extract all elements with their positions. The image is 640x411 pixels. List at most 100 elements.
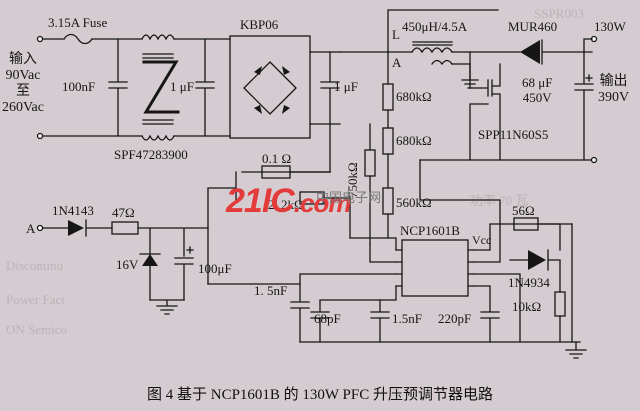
- wire: [173, 38, 231, 137]
- label-mosfet: SPP11N60S5: [478, 127, 549, 142]
- label-ic: NCP1601B: [400, 223, 460, 238]
- watermark-domain: .com: [293, 188, 352, 218]
- bridge-rectifier-box: [229, 35, 311, 139]
- label-r-56: 56Ω: [512, 203, 535, 218]
- watermark-logo: 21IC.com: [226, 182, 352, 220]
- label-c-out: 68 μF 450V: [522, 75, 553, 105]
- label-output: 输出 390V: [598, 74, 630, 106]
- label-r-560k: 560kΩ: [396, 195, 432, 210]
- label-choke: SPF47283900: [114, 147, 188, 162]
- wire: [349, 237, 397, 251]
- wire: [509, 249, 561, 293]
- ic-package: [401, 239, 469, 297]
- wire: [537, 223, 561, 251]
- bridge-diamond: [243, 61, 297, 115]
- label-vcc: Vcc: [472, 233, 492, 247]
- label-r-680k-2: 680kΩ: [396, 133, 432, 148]
- wire: [559, 223, 573, 343]
- capacitor-output: [574, 51, 594, 161]
- label-c-1u-bridge: 1 μF: [334, 79, 358, 94]
- boost-inductor: [411, 47, 453, 54]
- capacitor-1n5-b: [370, 299, 390, 343]
- label-r-47: 47Ω: [112, 205, 135, 220]
- label-fuse: 3.15A Fuse: [48, 15, 108, 30]
- node-a-terminal: [36, 224, 44, 232]
- ground-right: [565, 341, 587, 359]
- resistor-560k: [382, 187, 394, 215]
- label-node-a: A: [26, 221, 36, 236]
- label-zener-16v: 16V: [116, 257, 139, 272]
- label-zener-1n4143: 1N4143: [52, 203, 94, 218]
- capacitor-1uf-in: [195, 38, 215, 137]
- label-c-68p: 68pF: [314, 311, 341, 326]
- wire: [583, 38, 593, 53]
- label-diode-boost: MUR460: [508, 19, 558, 34]
- ic-pins: [395, 249, 475, 287]
- capacitor-100uf: [174, 257, 194, 301]
- input-terminal-bottom: [36, 132, 44, 140]
- wire: [473, 223, 573, 251]
- bridge-diodes: [254, 66, 290, 114]
- wire: [85, 219, 113, 237]
- choke-winding-bottom: [141, 134, 175, 141]
- output-terminal-bottom: [590, 156, 598, 164]
- label-inductor-a: A: [392, 55, 402, 70]
- boost-diode: [520, 40, 540, 64]
- label-out-power: 130W: [594, 19, 626, 34]
- polarity-plus: [186, 246, 194, 254]
- wire: [419, 159, 501, 263]
- capacitor-220pf: [473, 285, 500, 343]
- resistor-750k: [364, 149, 376, 177]
- wire: [137, 227, 209, 257]
- label-c-100u: 100μF: [198, 261, 232, 276]
- label-diode-1n4934: 1N4934: [508, 275, 550, 290]
- bleed-through-text: ON Semico: [6, 322, 68, 337]
- watermark-cn: 中国电子网: [316, 191, 382, 206]
- wire: [309, 51, 341, 125]
- inductor-core: [412, 41, 453, 46]
- choke-winding-top: [141, 34, 175, 41]
- label-c-1u-in: 1 μF: [170, 79, 194, 94]
- wire: [369, 243, 397, 263]
- choke-core: [142, 53, 174, 125]
- choke-z-mark: [142, 60, 180, 114]
- label-r-10k: 10kΩ: [512, 299, 542, 314]
- label-input: 输入 90Vac 至 260Vac: [2, 52, 44, 116]
- label-r-680k-1: 680kΩ: [396, 89, 432, 104]
- label-c-1n5-b: 1.5nF: [392, 311, 422, 326]
- label-inductor-l: L: [392, 27, 400, 42]
- mosfet-gate: [469, 103, 489, 161]
- figure-caption: 图 4 基于 NCP1601B 的 130W PFC 升压预调节器电路: [146, 387, 493, 403]
- diode-1n4143: [68, 220, 84, 236]
- capacitor-100nf: [108, 38, 128, 137]
- resistor-10k: [554, 291, 566, 317]
- diode-1n4934: [528, 250, 546, 270]
- ground-left: [149, 299, 185, 315]
- bleed-through-text: SSPR003: [534, 6, 584, 21]
- polarity-plus: [585, 74, 593, 82]
- label-r-sense: 0.1 Ω: [262, 151, 292, 166]
- watermark-brand: 21IC: [226, 182, 295, 220]
- wire: [451, 63, 471, 81]
- capacitor-1n5-a: [290, 273, 397, 343]
- bleed-through-text: Discontinu: [6, 258, 64, 273]
- wire: [473, 273, 521, 343]
- label-r-2k2: 2. 2kΩ: [268, 197, 304, 212]
- resistor-47: [111, 221, 139, 235]
- wire: [387, 9, 499, 25]
- capacitor-68pf: [310, 285, 397, 343]
- label-c-100n: 100nF: [62, 79, 96, 94]
- mosfet-symbol: [469, 51, 501, 161]
- zener-16v: [142, 254, 158, 266]
- aux-winding: [431, 59, 453, 66]
- wire: [139, 253, 161, 301]
- label-c-1n5-a: 1. 5nF: [254, 283, 288, 298]
- wire: [289, 171, 351, 239]
- capacitor-1uf-bridge: [320, 51, 340, 173]
- bleed-through-text: Power Fact: [6, 292, 65, 307]
- fuse-symbol: [63, 33, 93, 45]
- input-terminal-top: [36, 35, 44, 43]
- label-c-220p: 220pF: [438, 311, 472, 326]
